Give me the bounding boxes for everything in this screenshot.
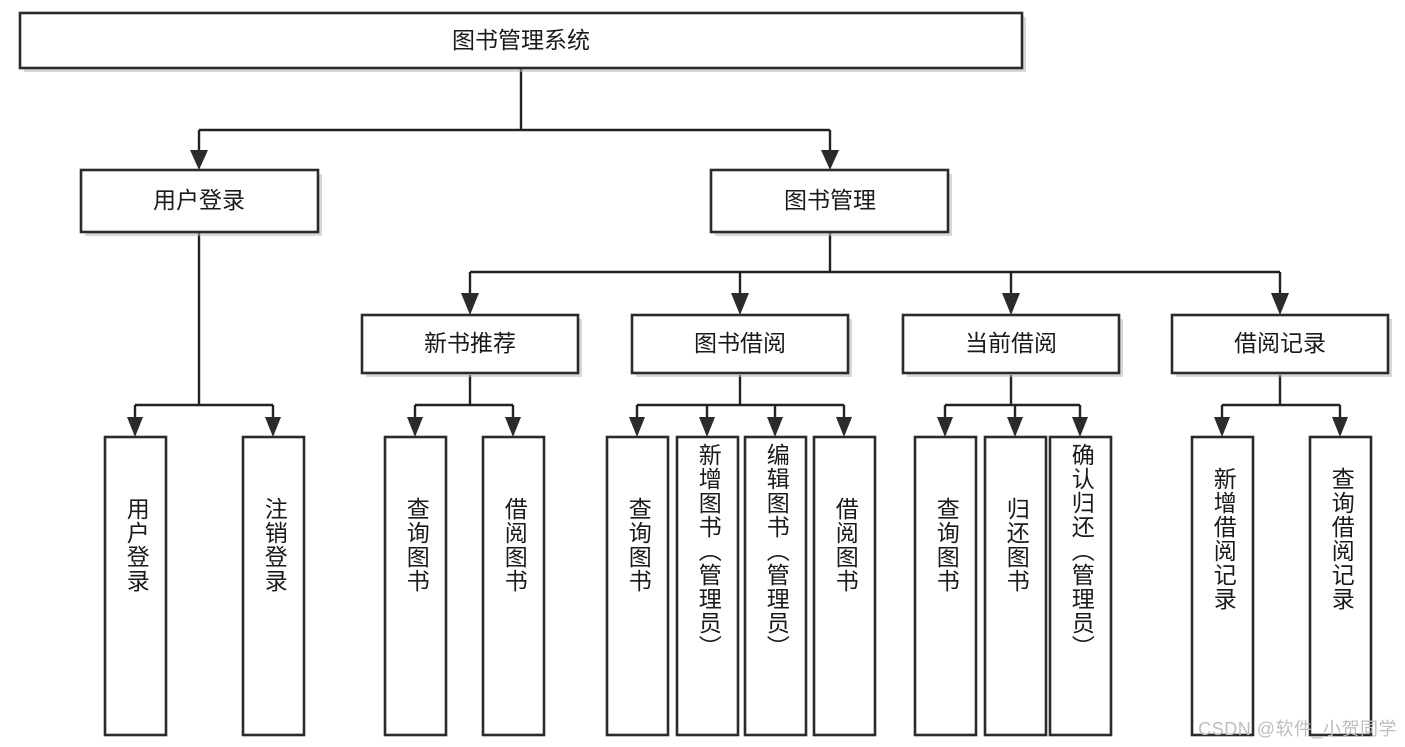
arrowhead-leaf-query-book-2 — [629, 417, 645, 437]
arrowhead-leaf-borrow-book-2 — [836, 417, 852, 437]
node-label-book-manage: 图书管理 — [784, 187, 876, 213]
node-box-leaf-edit-book[interactable] — [743, 435, 808, 737]
csdn-watermark: CSDN @软件_小贺同学 — [1198, 719, 1397, 739]
arrowhead-leaf-borrow-book-1 — [505, 417, 521, 437]
node-box-leaf-query-book-1[interactable] — [383, 435, 448, 737]
arrowhead-leaf-query-record — [1332, 417, 1348, 437]
arrowheads-layer — [127, 150, 1348, 437]
nodes-layer: 图书管理系统 用户登录 图书管理 新书推荐 图书借阅 当前借阅 借阅记录 — [18, 11, 1392, 737]
node-box-leaf-borrow-book-2[interactable] — [812, 435, 877, 737]
node-box-leaf-confirm-return[interactable] — [1048, 435, 1113, 737]
node-label-borrow-record: 借阅记录 — [1234, 330, 1326, 356]
node-box-leaf-query-book-3[interactable] — [913, 435, 978, 737]
node-label-user-login: 用户登录 — [153, 187, 245, 213]
arrowhead-leaf-query-book-1 — [407, 417, 423, 437]
node-box-book-borrow[interactable] — [630, 313, 850, 375]
arrowhead-book-manage — [821, 150, 839, 170]
arrowhead-borrow-record — [1271, 293, 1289, 315]
arrowhead-new-book-recommend — [461, 293, 479, 315]
arrowhead-user-login — [190, 150, 208, 170]
arrowhead-leaf-return-book — [1007, 417, 1023, 437]
arrowhead-leaf-logout-login — [265, 417, 281, 437]
node-label-current-borrow: 当前借阅 — [965, 330, 1057, 356]
node-box-leaf-logout-login[interactable] — [241, 435, 306, 737]
arrowhead-current-borrow — [1002, 293, 1020, 315]
node-label-new-book-recommend: 新书推荐 — [424, 330, 516, 356]
connectors-layer — [133, 68, 1342, 417]
node-box-new-book-recommend[interactable] — [360, 313, 580, 375]
node-label-title: 图书管理系统 — [452, 27, 590, 53]
node-box-current-borrow[interactable] — [901, 313, 1121, 375]
arrowhead-leaf-add-record — [1214, 417, 1230, 437]
node-box-leaf-user-login[interactable] — [103, 435, 168, 737]
arrowhead-leaf-add-book — [699, 417, 715, 437]
node-box-user-login[interactable] — [79, 168, 320, 234]
node-box-borrow-record[interactable] — [1170, 313, 1390, 375]
node-box-leaf-borrow-book-1[interactable] — [481, 435, 546, 737]
node-box-book-manage[interactable] — [709, 168, 950, 234]
node-label-book-borrow: 图书借阅 — [694, 330, 786, 356]
node-box-leaf-add-book[interactable] — [675, 435, 740, 737]
node-box-leaf-add-record[interactable] — [1190, 435, 1255, 737]
node-box-leaf-query-book-2[interactable] — [605, 435, 670, 737]
node-box-leaf-query-record[interactable] — [1308, 435, 1373, 737]
node-box-title[interactable] — [18, 11, 1024, 70]
arrowhead-leaf-query-book-3 — [937, 417, 953, 437]
arrowhead-leaf-user-login — [127, 417, 143, 437]
arrowhead-book-borrow — [731, 293, 749, 315]
arrowhead-leaf-confirm-return — [1072, 417, 1088, 437]
arrowhead-leaf-edit-book — [767, 417, 783, 437]
node-box-leaf-return-book[interactable] — [983, 435, 1048, 737]
